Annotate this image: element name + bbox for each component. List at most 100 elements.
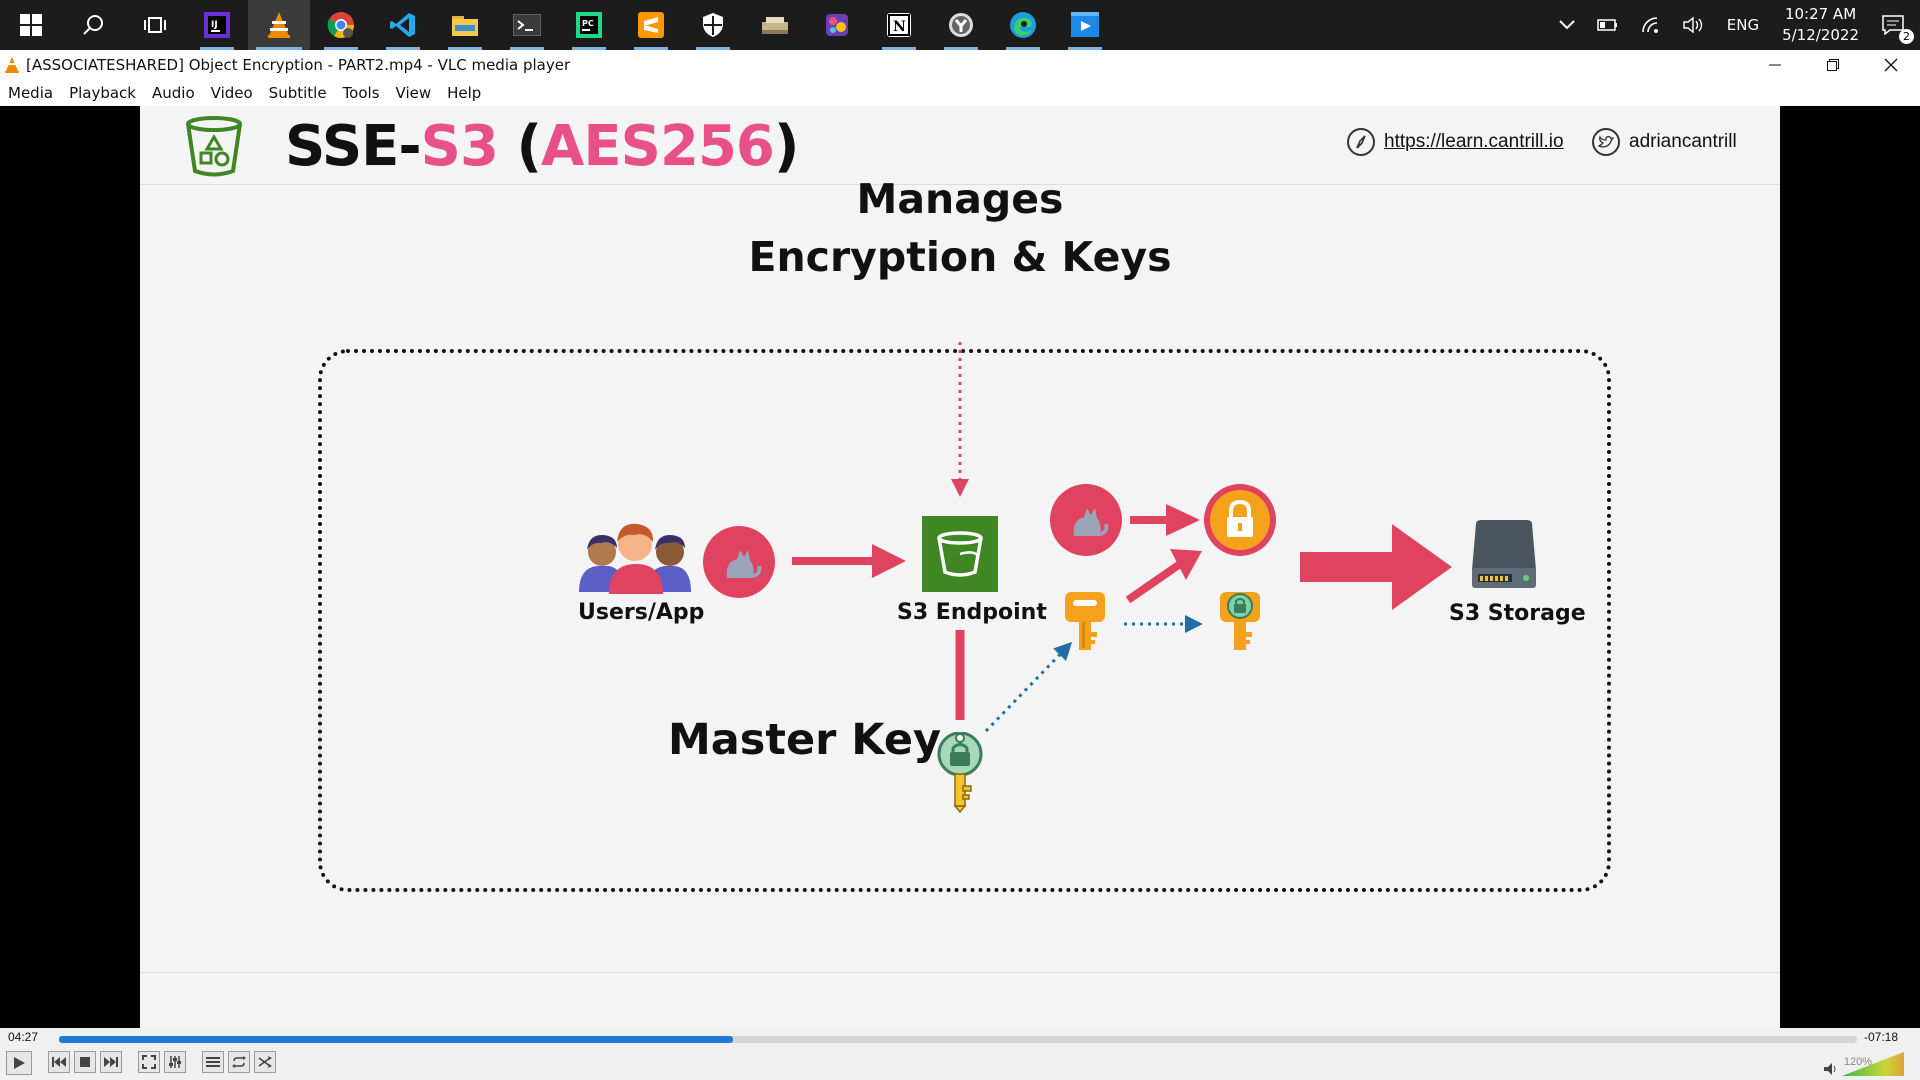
security-icon[interactable] — [682, 0, 744, 50]
vlc-icon[interactable] — [248, 0, 310, 50]
dotted-arrow-masterkey-to-key — [984, 641, 1073, 733]
slide-title: SSE-S3 (AES256) — [285, 114, 800, 179]
master-key-icon — [937, 731, 983, 818]
heading-manages: Manages — [856, 175, 1064, 223]
twitter-link[interactable]: adriancantrill — [1592, 128, 1737, 156]
task-view-icon[interactable] — [124, 0, 186, 50]
clock-date: 5/12/2022 — [1782, 26, 1859, 44]
vscode-icon[interactable] — [372, 0, 434, 50]
window-title: [ASSOCIATESHARED] Object Encryption - PA… — [26, 56, 571, 74]
menu-subtitle[interactable]: Subtitle — [268, 84, 327, 102]
clock[interactable]: 10:27 AM 5/12/2022 — [1770, 4, 1871, 46]
loop-button[interactable] — [228, 1051, 250, 1073]
vlc-window-icon — [4, 56, 20, 74]
notifications-icon[interactable]: 2 — [1871, 15, 1920, 44]
label-master-key: Master Key — [668, 715, 942, 765]
twitter-handle: adriancantrill — [1629, 131, 1737, 152]
arrowhead-object-to-lock — [1166, 504, 1200, 536]
slide: SSE-S3 (AES256) https://learn.cantrill.i… — [140, 106, 1780, 1028]
title-prefix: SSE- — [285, 114, 422, 179]
svg-text:IJ: IJ — [211, 20, 218, 30]
elapsed-time[interactable]: 04:27 — [8, 1030, 39, 1044]
title-aes: AES256 — [541, 114, 775, 179]
clock-time: 10:27 AM — [1784, 5, 1857, 23]
shuffle-button[interactable] — [254, 1051, 276, 1073]
arrowhead-key-to-lock — [1170, 549, 1202, 580]
title-paren-open: ( — [497, 114, 542, 179]
window-titlebar: [ASSOCIATESHARED] Object Encryption - PA… — [0, 50, 1920, 80]
volume-level: 120% — [1843, 1056, 1872, 1068]
arrow-key-to-lock — [1125, 560, 1183, 604]
taskbar: IJ PC N ENG — [0, 0, 1920, 50]
restore-button[interactable] — [1804, 50, 1862, 80]
intellij-icon[interactable]: IJ — [186, 0, 248, 50]
volume-icon[interactable] — [1672, 16, 1716, 34]
volume-slider[interactable] — [1842, 1052, 1904, 1076]
object-cat-icon-2 — [1050, 484, 1122, 560]
start-icon[interactable] — [0, 0, 62, 50]
heading-encryption-keys: Encryption & Keys — [748, 233, 1172, 281]
clock-app-icon[interactable] — [930, 0, 992, 50]
menu-help[interactable]: Help — [447, 84, 482, 102]
minimize-button[interactable] — [1746, 50, 1804, 80]
battery-icon[interactable] — [1586, 18, 1630, 32]
colorful-app-icon[interactable] — [806, 0, 868, 50]
svg-text:N: N — [893, 19, 906, 35]
speaker-icon[interactable] — [1824, 1060, 1838, 1079]
search-icon[interactable] — [62, 0, 124, 50]
label-s3-storage: S3 Storage — [1449, 601, 1586, 626]
fullscreen-button[interactable] — [138, 1051, 160, 1073]
system-tray: ENG 10:27 AM 5/12/2022 2 — [1548, 0, 1920, 50]
wifi-icon[interactable] — [1630, 16, 1672, 34]
close-button[interactable] — [1862, 50, 1920, 80]
label-users-app: Users/App — [578, 600, 705, 625]
media-app-icon[interactable] — [1054, 0, 1116, 50]
title-paren-close: ) — [773, 114, 800, 179]
slide-header: SSE-S3 (AES256) https://learn.cantrill.i… — [140, 106, 1780, 185]
label-s3-endpoint: S3 Endpoint — [897, 600, 1047, 625]
twitter-icon — [1592, 128, 1620, 156]
seek-bar[interactable] — [59, 1036, 1857, 1043]
language-indicator[interactable]: ENG — [1726, 16, 1760, 34]
edge-icon[interactable] — [992, 0, 1054, 50]
seek-bar-progress — [59, 1036, 734, 1043]
remaining-time[interactable]: -07:18 — [1863, 1030, 1898, 1044]
sublime-icon[interactable] — [620, 0, 682, 50]
extended-settings-button[interactable] — [164, 1051, 186, 1073]
title-s3: S3 — [420, 114, 499, 179]
notion-icon[interactable]: N — [868, 0, 930, 50]
stop-button[interactable] — [74, 1051, 96, 1073]
website-url: https://learn.cantrill.io — [1384, 131, 1564, 152]
next-button[interactable] — [100, 1051, 122, 1073]
users-app-icon — [577, 518, 693, 598]
menu-playback[interactable]: Playback — [69, 84, 136, 102]
chevron-up-icon[interactable] — [1548, 20, 1586, 30]
notifications-badge: 2 — [1899, 29, 1914, 44]
playlist-button[interactable] — [202, 1051, 224, 1073]
app-icon[interactable] — [744, 0, 806, 50]
encrypted-object-lock-icon — [1204, 484, 1276, 560]
file-explorer-icon[interactable] — [434, 0, 496, 50]
diagram-connectors — [792, 342, 1452, 733]
pycharm-icon[interactable]: PC — [558, 0, 620, 50]
s3-bucket-logo-icon — [184, 115, 244, 181]
slide-footer-line — [140, 972, 1780, 973]
video-area[interactable]: SSE-S3 (AES256) https://learn.cantrill.i… — [0, 106, 1920, 1028]
menu-view[interactable]: View — [395, 84, 432, 102]
menu-audio[interactable]: Audio — [152, 84, 195, 102]
terminal-icon[interactable] — [496, 0, 558, 50]
menu-tools[interactable]: Tools — [342, 84, 380, 102]
website-link[interactable]: https://learn.cantrill.io — [1347, 128, 1564, 156]
player-controls: 04:27 -07:18 120% — [0, 1028, 1920, 1080]
menu-bar: Media Playback Audio Video Subtitle Tool… — [0, 80, 1920, 106]
play-button[interactable] — [6, 1051, 32, 1075]
s3-storage-drive-icon — [1470, 520, 1538, 594]
menu-media[interactable]: Media — [8, 84, 54, 102]
compass-icon — [1347, 128, 1375, 156]
previous-button[interactable] — [48, 1051, 70, 1073]
encrypted-data-key-icon — [1218, 590, 1262, 660]
menu-video[interactable]: Video — [210, 84, 253, 102]
chrome-icon[interactable] — [310, 0, 372, 50]
data-key-icon — [1063, 590, 1107, 660]
svg-text:PC: PC — [582, 19, 594, 28]
